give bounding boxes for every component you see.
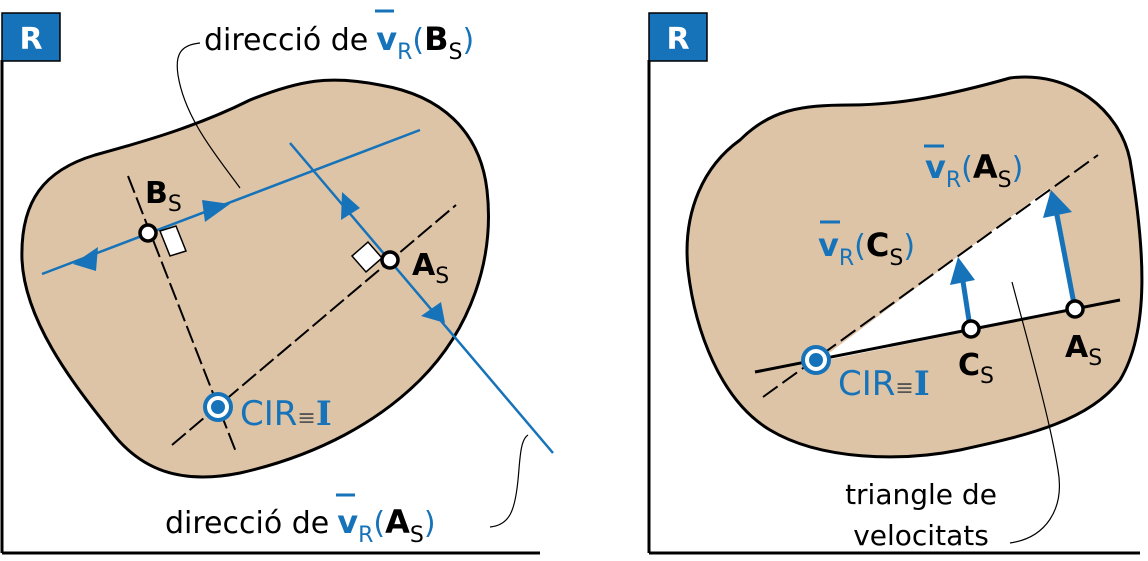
direction-line-vB — [41, 128, 421, 276]
right-angle-square-icon — [159, 225, 187, 257]
svg-text:vR(CS): vR(CS) — [818, 226, 915, 271]
right-panel: R CS AS CIR≡I vR(AS) — [647, 12, 1144, 555]
frame-label: R — [666, 22, 689, 57]
point-A-label: AS — [412, 248, 449, 289]
frame-label: R — [19, 22, 42, 57]
velocity-triangle — [817, 189, 1076, 362]
point-A-marker — [1065, 299, 1085, 319]
velocity-tip-line — [762, 154, 1099, 398]
arrowhead-icon — [950, 257, 975, 285]
direction-line-vA — [289, 142, 554, 454]
point-A-marker — [380, 250, 400, 270]
point-C-marker — [961, 319, 981, 339]
cir-marker-icon — [801, 345, 831, 375]
point-A-label: AS — [1065, 330, 1102, 371]
rigid-body-shape — [20, 78, 490, 479]
svg-text:vR(AS): vR(AS) — [925, 148, 1023, 193]
point-C-label: CS — [958, 348, 994, 389]
point-B-label: BS — [145, 176, 182, 217]
cir-label: CIR≡I — [838, 364, 930, 404]
cir-marker-icon — [203, 392, 233, 422]
callout-leader-A — [489, 434, 529, 528]
arrowhead-icon — [421, 302, 445, 323]
arrowhead-icon — [73, 247, 98, 271]
triangle-caption-line1: triangle de — [845, 478, 997, 511]
point-B-marker — [138, 223, 158, 243]
arrowhead-icon — [1043, 190, 1072, 218]
triangle-caption-line2: velocitats — [853, 519, 989, 552]
callout-leader-triangle — [1009, 281, 1060, 544]
arrowhead-icon — [202, 200, 230, 222]
velocity-A-label: vR(AS) — [924, 144, 1023, 193]
frame-badge-icon — [1, 12, 61, 62]
frame-badge-icon — [648, 12, 708, 62]
velocity-arrow-A — [1053, 209, 1078, 310]
cir-label: CIR≡I — [240, 394, 332, 434]
velocity-arrow-C — [959, 274, 973, 328]
left-panel: R BS AS CIR≡I — [0, 9, 554, 555]
arrowhead-icon — [341, 192, 360, 220]
callout-leader-B — [176, 42, 241, 189]
velocity-C-label: vR(CS) — [818, 220, 915, 271]
